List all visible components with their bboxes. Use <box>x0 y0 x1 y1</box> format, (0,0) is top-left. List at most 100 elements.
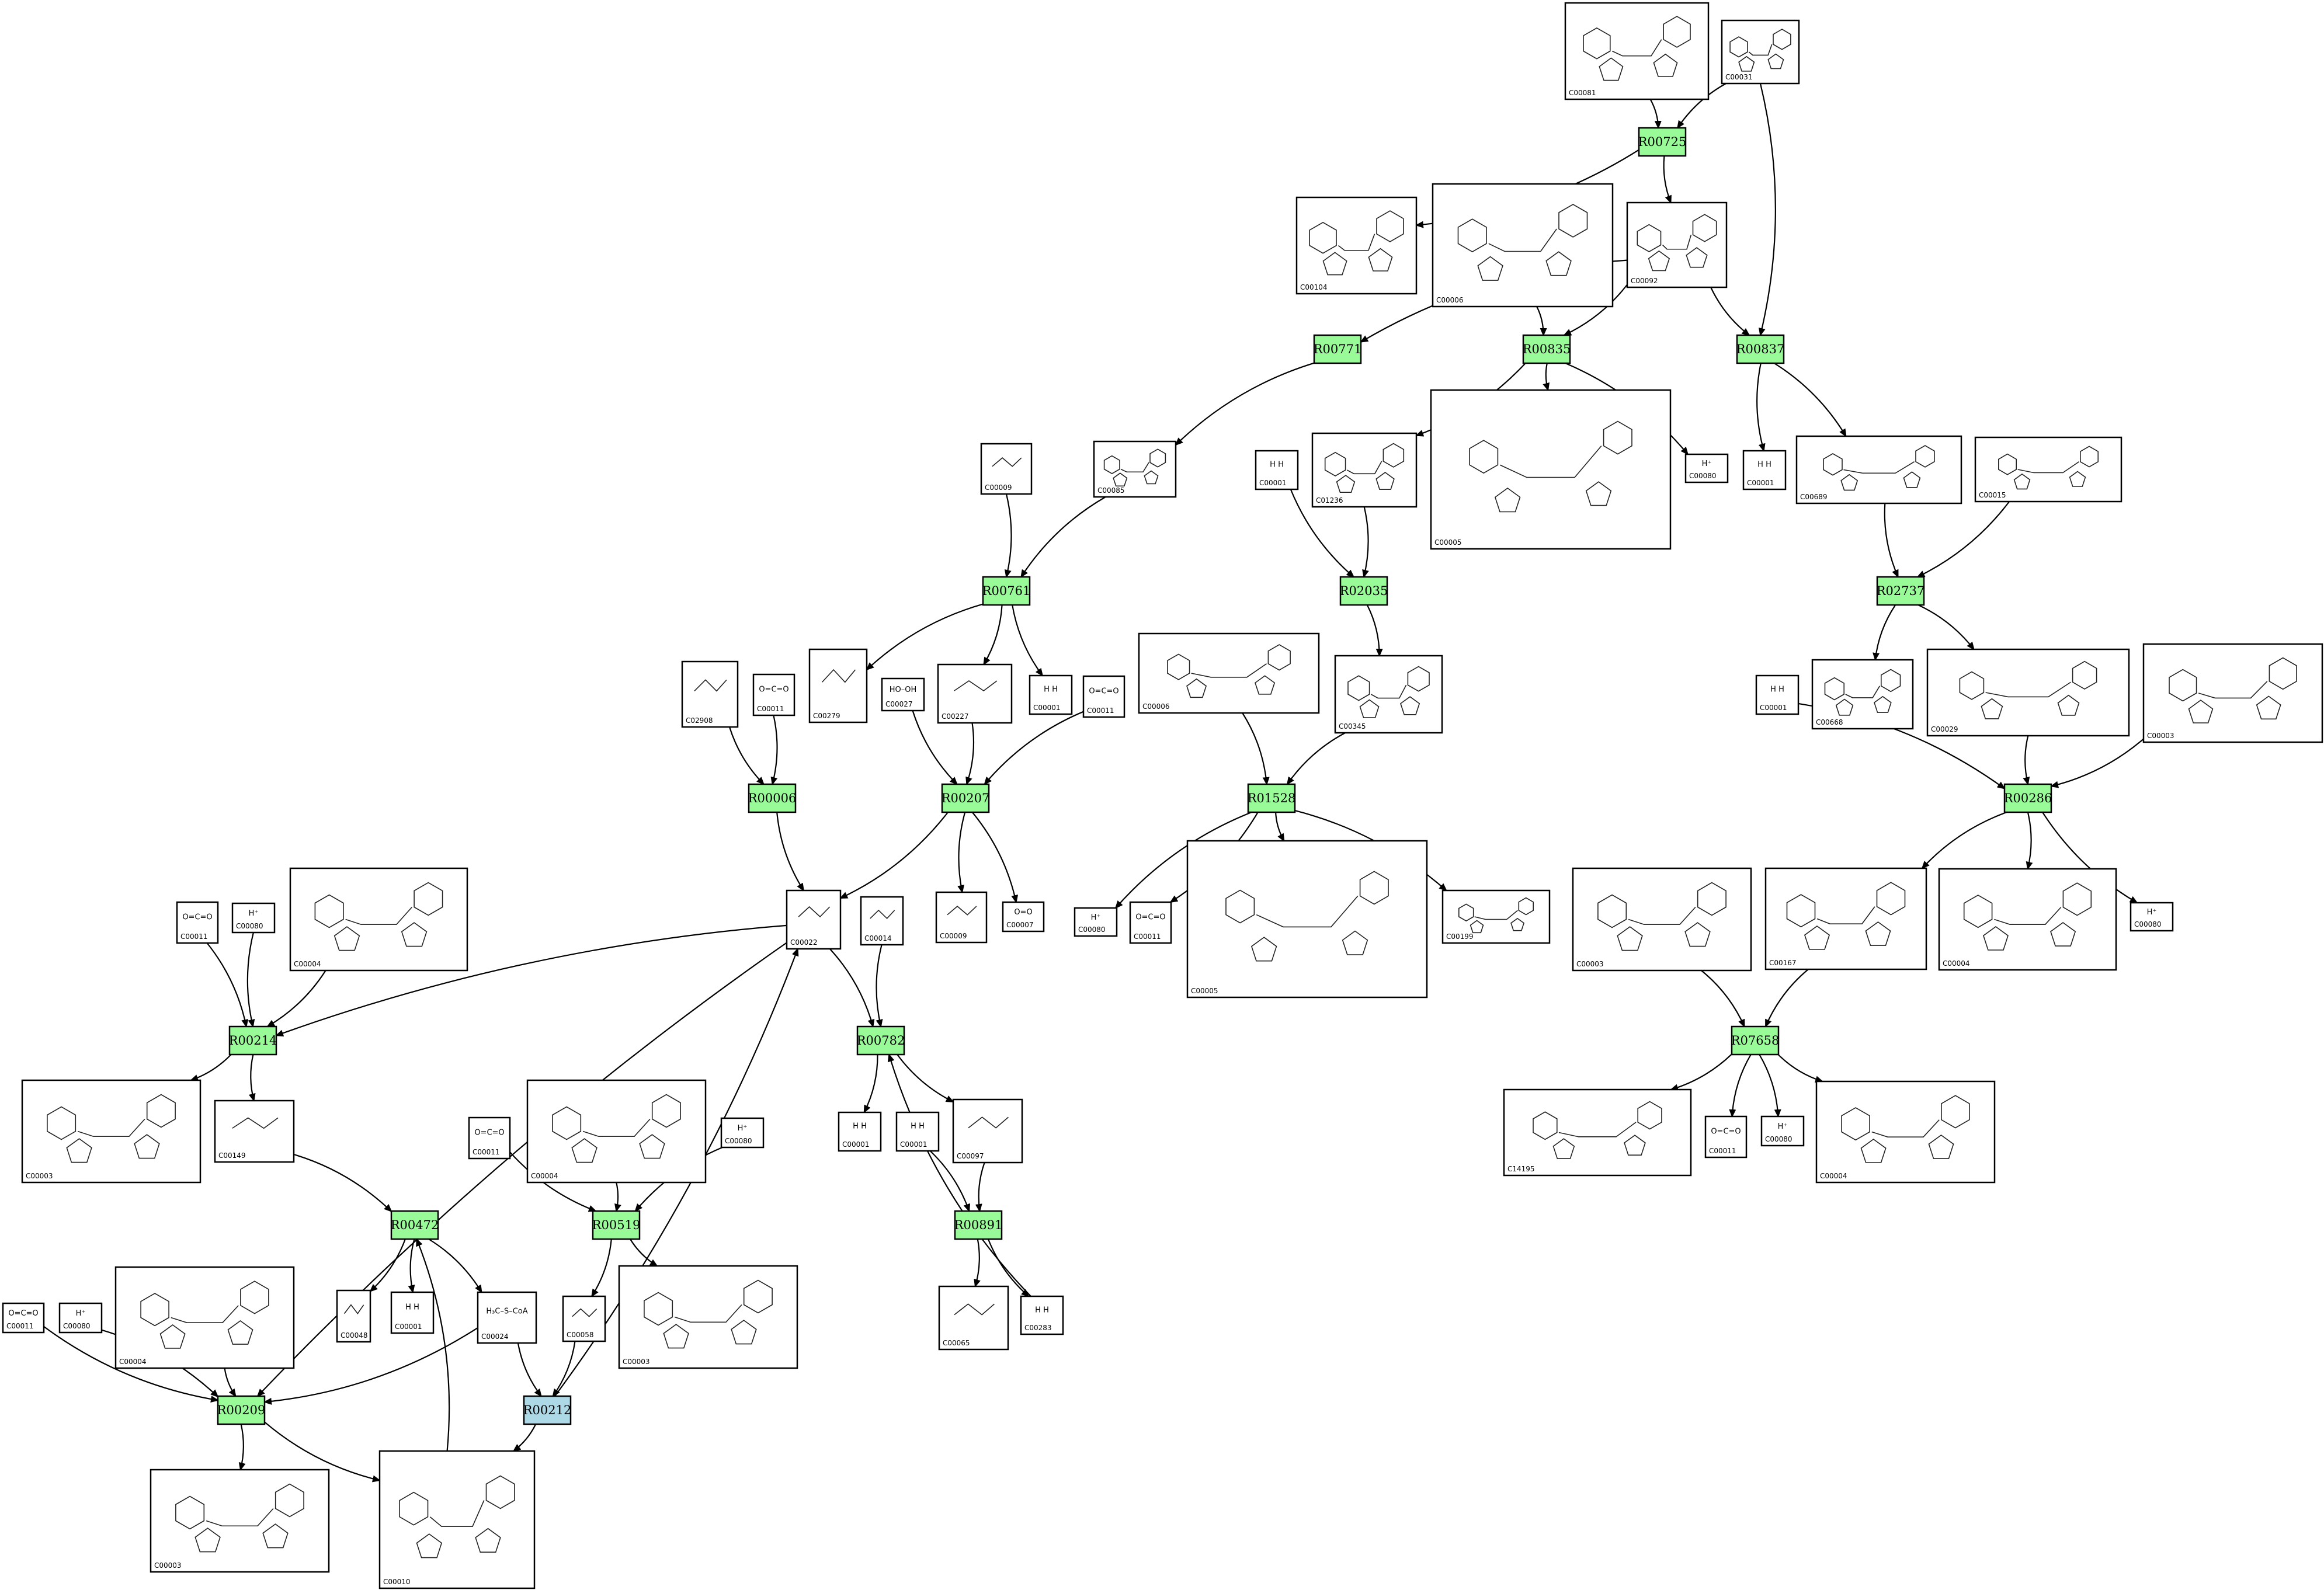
reaction-box <box>748 783 797 813</box>
compound-node[interactable]: H⁺C00080 <box>1684 453 1729 483</box>
compound-node[interactable]: C00085 <box>1093 440 1177 498</box>
compound-node[interactable]: C00006 <box>1432 183 1614 308</box>
compound-id-label: C00092 <box>1631 277 1658 285</box>
compound-node[interactable]: C00003 <box>1572 867 1752 972</box>
edge-C00092-to-R00837 <box>1710 287 1750 336</box>
reaction-node[interactable]: R00286 <box>2004 783 2052 813</box>
compound-node[interactable]: C00004 <box>114 1266 295 1369</box>
compound-node[interactable]: C00003 <box>2142 643 2323 743</box>
compound-node[interactable]: C00097 <box>952 1098 1023 1164</box>
compound-node[interactable]: C02908 <box>681 660 739 728</box>
reaction-node[interactable]: R00519 <box>592 1210 641 1240</box>
compound-node[interactable]: C00009 <box>935 891 988 944</box>
compound-node[interactable]: H⁺C00080 <box>231 902 276 934</box>
edge-C00058-to-R00212 <box>552 1341 576 1397</box>
compound-box <box>1926 648 2130 737</box>
ring-structure <box>1773 29 1791 50</box>
compound-id-label: C00167 <box>1769 959 1797 967</box>
reaction-node[interactable]: R02035 <box>1340 576 1388 606</box>
compound-node[interactable]: C00081 <box>1564 2 1710 100</box>
reaction-node[interactable]: R00472 <box>391 1210 439 1240</box>
compound-node[interactable]: C00004 <box>526 1079 707 1184</box>
reaction-node[interactable]: R00782 <box>857 1025 905 1056</box>
edge-R00212-to-C00010 <box>512 1424 537 1452</box>
sugar-ring <box>1585 481 1612 506</box>
reaction-node[interactable]: R07658 <box>1731 1025 1780 1056</box>
reaction-node[interactable]: R00006 <box>748 783 797 813</box>
compound-node[interactable]: C14195 <box>1503 1088 1692 1177</box>
compound-node[interactable]: C00004 <box>289 867 468 972</box>
reaction-node[interactable]: R00835 <box>1523 334 1571 364</box>
compound-node[interactable]: C00199 <box>1441 889 1551 944</box>
reaction-node[interactable]: R00725 <box>1638 127 1687 157</box>
compound-node[interactable]: C00048 <box>336 1289 371 1343</box>
compound-node[interactable]: H⁺C00080 <box>1760 1115 1805 1147</box>
bond-chain <box>1845 686 1880 698</box>
compound-node[interactable]: H⁺C00080 <box>1074 907 1118 937</box>
compound-node[interactable]: C00065 <box>938 1285 1009 1351</box>
compound-node[interactable]: C00004 <box>1938 868 2117 971</box>
compound-node[interactable]: C00005 <box>1430 389 1672 550</box>
compound-node[interactable]: C00227 <box>937 663 1013 724</box>
reaction-node[interactable]: R00771 <box>1314 334 1362 364</box>
reaction-node[interactable]: R00891 <box>954 1210 1003 1240</box>
compound-node[interactable]: H⁺C00080 <box>2130 902 2174 932</box>
compound-node[interactable]: C00003 <box>618 1265 798 1369</box>
compound-id-label: C00081 <box>1569 89 1596 97</box>
compound-node[interactable]: C00029 <box>1926 648 2130 737</box>
compound-node[interactable]: C00149 <box>214 1100 295 1163</box>
compound-node[interactable]: C00004 <box>1815 1080 1996 1184</box>
compound-node[interactable]: C00279 <box>808 648 868 723</box>
compound-node[interactable]: C01236 <box>1311 432 1418 508</box>
compound-id-label: C00001 <box>1259 479 1287 487</box>
compound-node[interactable]: C00345 <box>1334 655 1443 734</box>
reaction-node[interactable]: R00207 <box>942 783 990 813</box>
compound-node[interactable]: C00006 <box>1138 632 1320 714</box>
compound-node[interactable]: C00009 <box>980 443 1033 495</box>
bond-chain <box>674 1304 742 1323</box>
compound-node[interactable]: C00689 <box>1795 435 1962 505</box>
compound-node[interactable]: C00005 <box>1186 840 1428 998</box>
compound-node[interactable]: C00014 <box>860 896 904 946</box>
reaction-node[interactable]: R02737 <box>1877 576 1925 606</box>
reaction-node[interactable]: R00209 <box>217 1395 266 1425</box>
reaction-node[interactable]: R01528 <box>1248 783 1296 813</box>
compound-node[interactable]: C00092 <box>1626 201 1728 288</box>
compound-node[interactable]: C00031 <box>1721 19 1800 85</box>
compound-node[interactable]: C00022 <box>786 889 842 950</box>
compound-node[interactable]: C00668 <box>1811 659 1914 730</box>
compound-node[interactable]: H⁺C00080 <box>720 1117 765 1149</box>
compound-node[interactable]: C00104 <box>1295 196 1418 295</box>
compound-node[interactable]: C00003 <box>150 1469 330 1573</box>
compound-node[interactable]: C00015 <box>1974 436 2122 503</box>
compound-node[interactable]: C00003 <box>21 1079 202 1184</box>
reaction-node[interactable]: R00214 <box>229 1025 277 1056</box>
compound-node[interactable]: C00167 <box>1764 867 1927 970</box>
edge-C00097-to-R00891 <box>975 1162 985 1212</box>
compound-node[interactable]: C00010 <box>378 1450 536 1589</box>
compound-id-label: C00689 <box>1800 493 1828 501</box>
compound-node[interactable]: H⁺C00080 <box>58 1302 103 1334</box>
reaction-node[interactable]: R00212 <box>523 1395 572 1425</box>
reaction-node[interactable]: R00761 <box>982 576 1031 606</box>
reaction-node[interactable]: R00837 <box>1736 334 1785 364</box>
compound-node[interactable]: C00058 <box>562 1295 606 1342</box>
